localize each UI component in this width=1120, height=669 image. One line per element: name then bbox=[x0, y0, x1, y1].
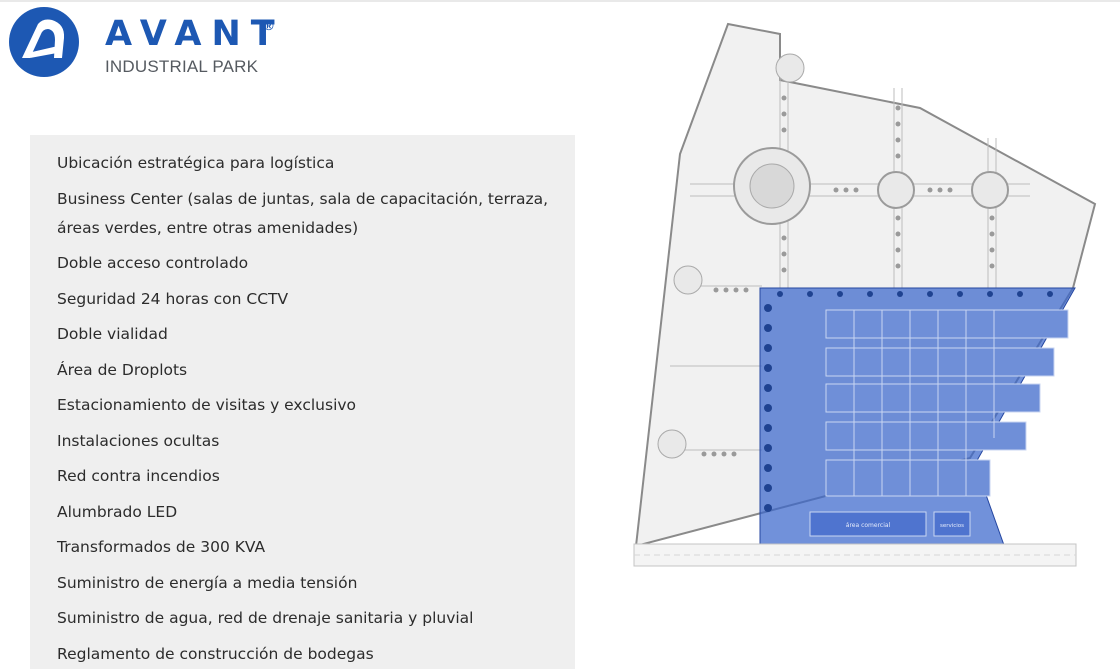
roundabout-east bbox=[971, 171, 1009, 209]
feature-item: Business Center (salas de juntas, sala d… bbox=[57, 189, 549, 237]
features-panel: Ubicación estratégica para logística Bus… bbox=[30, 135, 575, 669]
commercial-area-block bbox=[809, 511, 927, 537]
feature-item: Transformados de 300 KVA bbox=[57, 538, 266, 556]
registered-mark: ® bbox=[264, 18, 274, 33]
brand-name: AVANT bbox=[105, 14, 285, 54]
feature-item: Ubicación estratégica para logística bbox=[57, 154, 335, 172]
brand-logo[interactable]: AVANT ® INDUSTRIAL PARK bbox=[8, 6, 308, 82]
avant-logo-icon bbox=[9, 7, 79, 77]
services-block bbox=[933, 511, 971, 537]
feature-item: Seguridad 24 horas con CCTV bbox=[57, 289, 289, 308]
feature-item: Alumbrado LED bbox=[57, 502, 178, 521]
services-label: servicios bbox=[940, 523, 964, 529]
feature-item: Instalaciones ocultas bbox=[57, 431, 220, 450]
feature-item: Reglamento de construcción de bodegas bbox=[57, 644, 374, 663]
site-plan-drawing: área comercial servicios bbox=[633, 22, 1097, 567]
top-divider bbox=[0, 0, 1120, 2]
feature-item: Suministro de agua, red de drenaje sanit… bbox=[57, 609, 474, 627]
feature-item: Estacionamiento de visitas y exclusivo bbox=[57, 396, 357, 414]
feature-item: Doble acceso controlado bbox=[57, 254, 249, 272]
commercial-area-label: área comercial bbox=[846, 522, 891, 529]
features-list: Ubicación estratégica para logística Bus… bbox=[30, 135, 575, 669]
site-plan: área comercial servicios bbox=[630, 18, 1100, 598]
warehouse-blocks bbox=[825, 309, 1069, 497]
roundabout-center bbox=[877, 171, 915, 209]
feature-item: Red contra incendios bbox=[57, 467, 220, 485]
feature-item: Doble vialidad bbox=[57, 325, 168, 343]
feature-item: Área de Droplots bbox=[57, 360, 188, 379]
feature-item: Suministro de energía a media tensión bbox=[57, 573, 358, 592]
brand-subtitle: INDUSTRIAL PARK bbox=[105, 57, 259, 76]
